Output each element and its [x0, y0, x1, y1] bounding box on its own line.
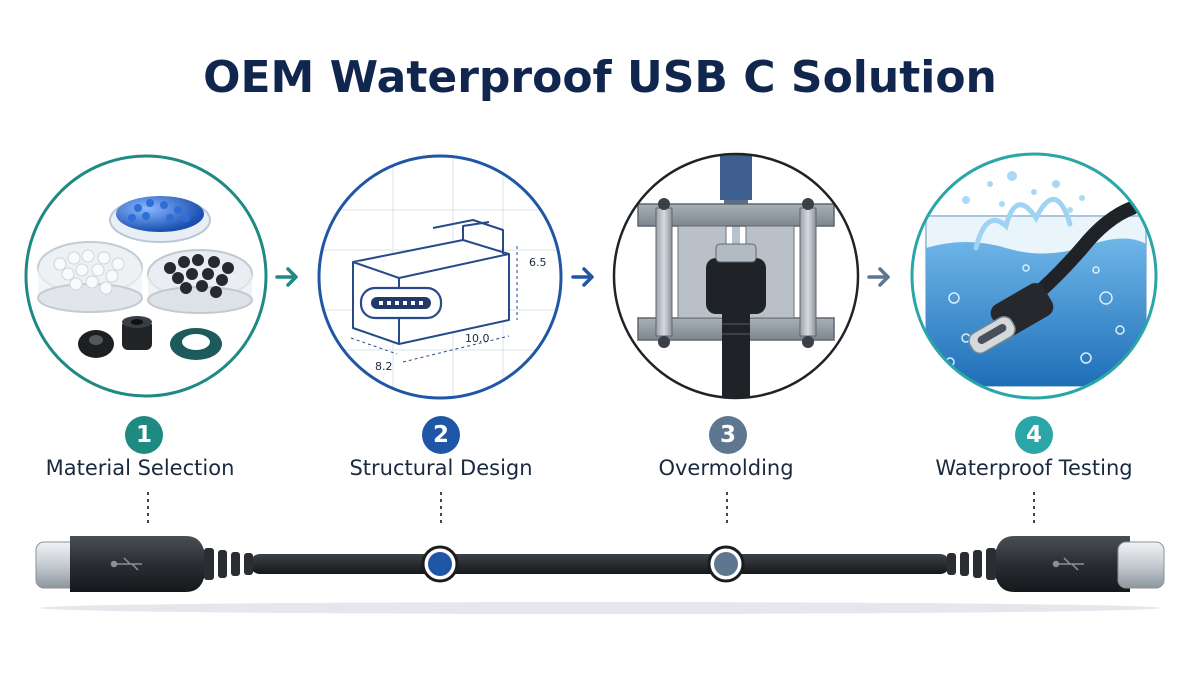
step-4-number-badge: 4	[1015, 416, 1053, 454]
step-2-label: Structural Design	[349, 456, 533, 480]
overmolding-illustration	[612, 152, 860, 400]
structural-design-illustration: 6.5 10.0 8.2	[317, 154, 563, 400]
arrow-right-icon	[867, 267, 890, 287]
height-dimension-label: 6.5	[529, 256, 547, 269]
arrow-right-icon	[275, 267, 298, 287]
rubber-bushing-icon	[122, 316, 152, 350]
overmolding-marker	[707, 545, 745, 583]
material-selection-illustration	[24, 154, 268, 398]
step-4-label: Waterproof Testing	[935, 456, 1133, 480]
step-3-number-badge: 3	[709, 416, 747, 454]
structural-design-marker	[421, 545, 459, 583]
step-2-connector	[440, 492, 442, 526]
usb-c-cable-illustration	[35, 536, 1165, 614]
step-4-connector	[1033, 492, 1035, 526]
seal-ring-icon	[170, 328, 222, 360]
step-1-label: Material Selection	[45, 456, 235, 480]
step-3-connector	[726, 492, 728, 526]
step-2-number-badge: 2	[422, 416, 460, 454]
page-title: OEM Waterproof USB C Solution	[203, 52, 997, 103]
step-3-label: Overmolding	[658, 456, 794, 480]
waterproof-testing-illustration	[910, 152, 1158, 400]
length-dimension-label: 10.0	[465, 332, 490, 345]
step-1-number-badge: 1	[125, 416, 163, 454]
usb-icon	[1052, 557, 1084, 571]
step-1-connector	[147, 492, 149, 526]
width-dimension-label: 8.2	[375, 360, 393, 373]
rubber-grommet-icon	[78, 330, 114, 358]
usb-icon	[110, 557, 142, 571]
arrow-right-icon	[571, 267, 594, 287]
